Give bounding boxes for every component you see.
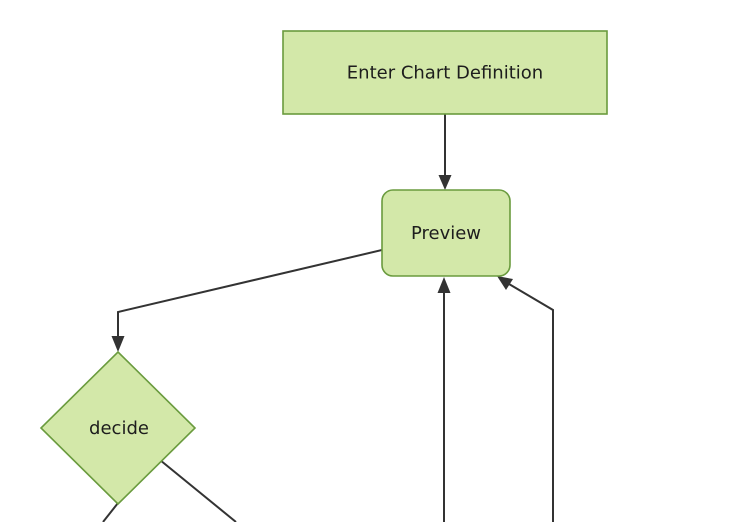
node-preview[interactable]: Preview [381,189,511,277]
node-shape-rectangle [282,30,608,115]
edge-line [117,249,383,341]
arrowhead-down-icon [438,175,452,190]
node-enter-chart-definition[interactable]: Enter Chart Definition [282,30,608,115]
edge-line [159,459,237,522]
node-shape-rounded-rectangle [381,189,511,277]
edge-decide-bottom-left[interactable] [102,502,119,522]
edge-line [508,283,554,522]
node-label-enter-chart-definition: Enter Chart Definition [347,63,543,84]
edge-decide-bottom-right[interactable] [159,459,237,522]
node-decide[interactable]: decide [39,350,197,506]
arrowhead-up-left-icon [497,276,513,290]
edge-enter-to-preview[interactable] [438,114,452,190]
edge-line [102,502,119,522]
edge-bottom-right-to-preview[interactable] [497,276,554,522]
edge-layer [102,114,554,522]
arrowhead-up-icon [437,277,451,293]
node-label-preview: Preview [411,223,481,244]
arrowhead-down-icon [111,336,125,352]
node-label-decide: decide [89,418,149,439]
node-shape-diamond [39,350,197,506]
node-layer: Enter Chart Definition Preview decide [39,30,608,506]
edge-preview-to-decide[interactable] [111,249,383,352]
edge-bottom-center-to-preview[interactable] [437,277,451,522]
